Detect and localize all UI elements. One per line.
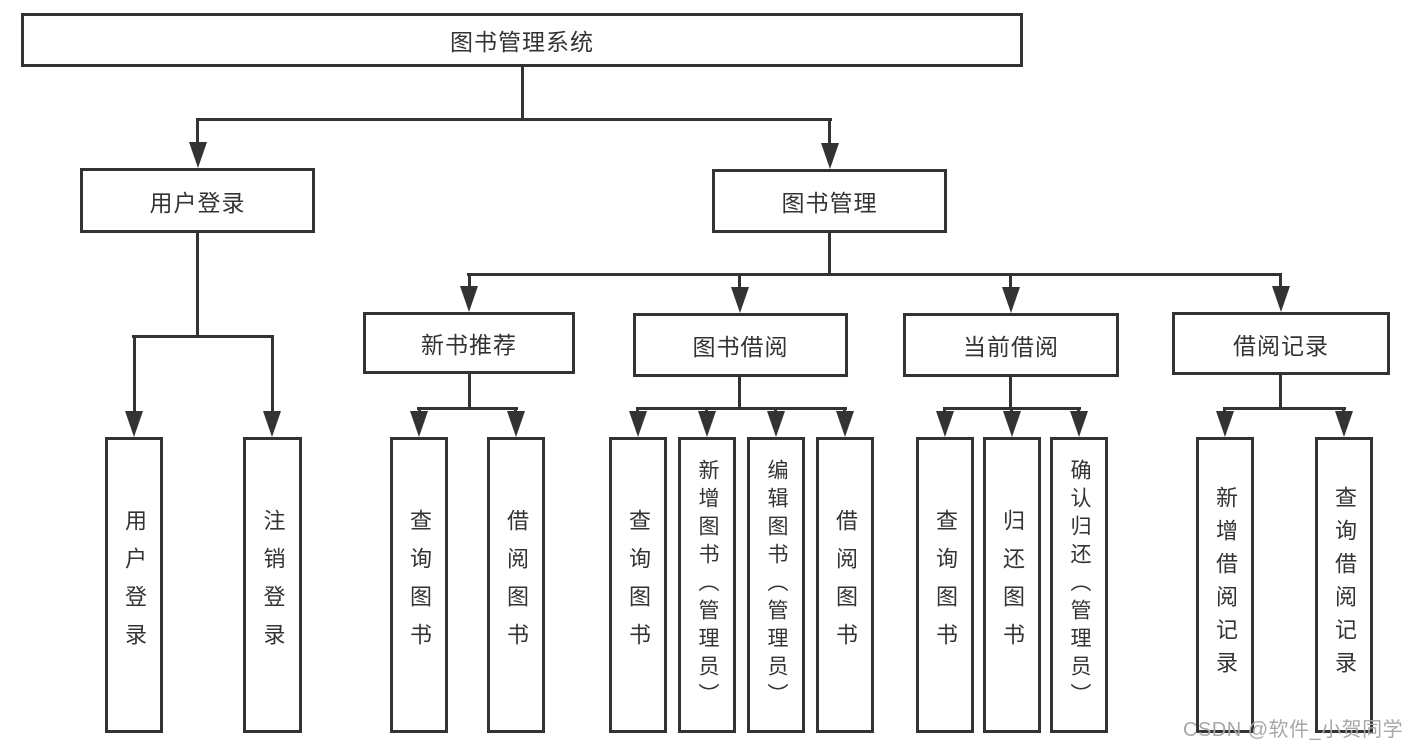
connector-to-bb-edit-stem [774,407,777,414]
node-library-management-system-label: 图书管理系统 [450,29,594,55]
leaf-bb-add-books-admin-label: 新增图书（管理员） [696,459,719,711]
connector-book-borrow-stem [738,377,741,409]
connector-user-login-crossbar [132,335,274,338]
arrow-down-icon [1216,411,1234,437]
leaf-user-login: 用户登录 [105,437,163,733]
connector-to-user-login-stem [196,118,199,145]
node-book-borrowing-label: 图书借阅 [692,334,789,360]
leaf-logout: 注销登录 [243,437,302,733]
watermark-text: CSDN @软件_小贺同学 [1183,719,1404,741]
leaf-br-query-record-label: 查询借阅记录 [1332,486,1357,684]
connector-book-mgmt-stem [828,233,831,276]
connector-to-cb-query-stem [943,407,946,414]
node-new-book-recommend-label: 新书推荐 [421,332,517,358]
node-borrowing-records: 借阅记录 [1172,312,1390,375]
arrow-down-icon [767,411,785,437]
connector-to-rec-query-stem [418,407,421,414]
arrow-down-icon [1272,286,1290,312]
node-book-borrowing: 图书借阅 [633,313,848,377]
connector-to-book-mgmt-stem [828,118,831,145]
leaf-rec-borrow-books: 借阅图书 [487,437,545,733]
arrow-down-icon [629,411,647,437]
arrow-down-icon [1335,411,1353,437]
connector-to-rec-borrow-stem [514,407,517,414]
leaf-bb-query-books: 查询图书 [609,437,667,733]
connector-to-logout-leaf-stem [271,335,274,414]
leaf-br-add-record: 新增借阅记录 [1196,437,1254,733]
arrow-down-icon [507,411,525,437]
connector-to-br-add-stem [1223,407,1226,414]
leaf-bb-edit-books-admin-label: 编辑图书（管理员） [765,459,788,711]
arrow-down-icon [821,143,839,169]
leaf-cb-confirm-return-admin-label: 确认归还（管理员） [1068,459,1091,711]
connector-to-borrow-record-stem [1279,273,1282,289]
leaf-bb-query-books-label: 查询图书 [626,509,651,661]
connector-borrow-record-crossbar [1223,407,1346,410]
connector-new-book-rec-stem [468,374,471,409]
leaf-cb-query-books-label: 查询图书 [933,509,958,661]
arrow-down-icon [263,411,281,437]
node-new-book-recommend: 新书推荐 [363,312,575,374]
connector-root-stem [521,67,524,120]
leaf-user-login-label: 用户登录 [122,509,147,661]
node-borrowing-records-label: 借阅记录 [1233,332,1329,359]
leaf-cb-query-books: 查询图书 [916,437,974,733]
connector-root-crossbar [196,118,832,121]
arrow-down-icon [1070,411,1088,437]
connector-to-book-borrow-stem [738,273,741,289]
arrow-down-icon [1002,287,1020,313]
connector-to-login-leaf-stem [133,335,136,414]
connector-to-cb-return-stem [1010,407,1013,414]
node-book-management-label: 图书管理 [781,190,878,216]
connector-to-bb-add-stem [705,407,708,414]
arrow-down-icon [460,286,478,312]
connector-user-login-stem [196,233,199,337]
leaf-bb-borrow-books: 借阅图书 [816,437,874,733]
leaf-rec-query-books-label: 查询图书 [407,509,432,661]
arrow-down-icon [731,287,749,313]
node-user-login: 用户登录 [80,168,315,233]
arrow-down-icon [698,411,716,437]
connector-book-borrow-crossbar [636,407,847,410]
leaf-rec-query-books: 查询图书 [390,437,448,733]
connector-to-br-query-stem [1342,407,1345,414]
leaf-cb-return-books-label: 归还图书 [1000,509,1025,661]
leaf-bb-borrow-books-label: 借阅图书 [833,509,858,661]
connector-to-current-borrow-stem [1009,273,1012,289]
arrow-down-icon [410,411,428,437]
connector-to-bb-query-stem [636,407,639,414]
leaf-cb-return-books: 归还图书 [983,437,1041,733]
arrow-down-icon [936,411,954,437]
connector-to-cb-confirm-stem [1077,407,1080,414]
connector-to-bb-borrow-stem [843,407,846,414]
leaf-logout-label: 注销登录 [260,509,286,661]
arrow-down-icon [1003,411,1021,437]
arrow-down-icon [189,142,207,168]
leaf-bb-add-books-admin: 新增图书（管理员） [678,437,736,733]
arrow-down-icon [836,411,854,437]
node-book-management: 图书管理 [712,169,947,233]
connector-current-borrow-stem [1009,377,1012,409]
leaf-bb-edit-books-admin: 编辑图书（管理员） [747,437,805,733]
connector-to-new-book-rec-stem [468,273,471,289]
leaf-br-query-record: 查询借阅记录 [1315,437,1373,733]
leaf-rec-borrow-books-label: 借阅图书 [504,509,529,661]
connector-new-book-rec-crossbar [417,407,518,410]
leaf-cb-confirm-return-admin: 确认归还（管理员） [1050,437,1108,733]
node-current-borrowing: 当前借阅 [903,313,1119,377]
node-current-borrowing-label: 当前借阅 [963,334,1059,360]
arrow-down-icon [125,411,143,437]
connector-borrow-record-stem [1279,375,1282,409]
node-user-login-label: 用户登录 [149,189,246,216]
connector-book-mgmt-crossbar [467,273,1282,276]
node-library-management-system: 图书管理系统 [21,13,1023,67]
leaf-br-add-record-label: 新增借阅记录 [1213,486,1238,684]
